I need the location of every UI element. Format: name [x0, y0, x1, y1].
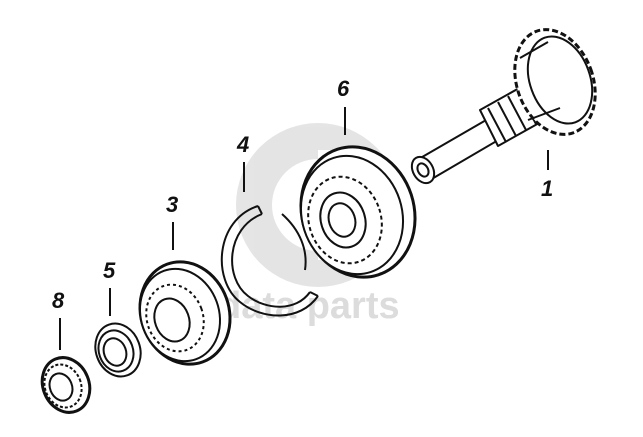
part-5-washer [94, 322, 142, 378]
leader-lines [59, 107, 549, 350]
part-4-snap-ring [220, 205, 319, 317]
part-8-seal [40, 356, 92, 414]
callout-4: 4 [236, 132, 249, 157]
part-3-roller-bearing [138, 260, 232, 366]
part-6-ball-bearing [299, 145, 417, 279]
part-1-gear-shaft [410, 28, 597, 185]
callout-6: 6 [337, 76, 350, 101]
callout-8: 8 [52, 288, 65, 313]
callout-5: 5 [103, 258, 116, 283]
callout-1: 1 [541, 176, 553, 201]
callout-3: 3 [166, 192, 178, 217]
